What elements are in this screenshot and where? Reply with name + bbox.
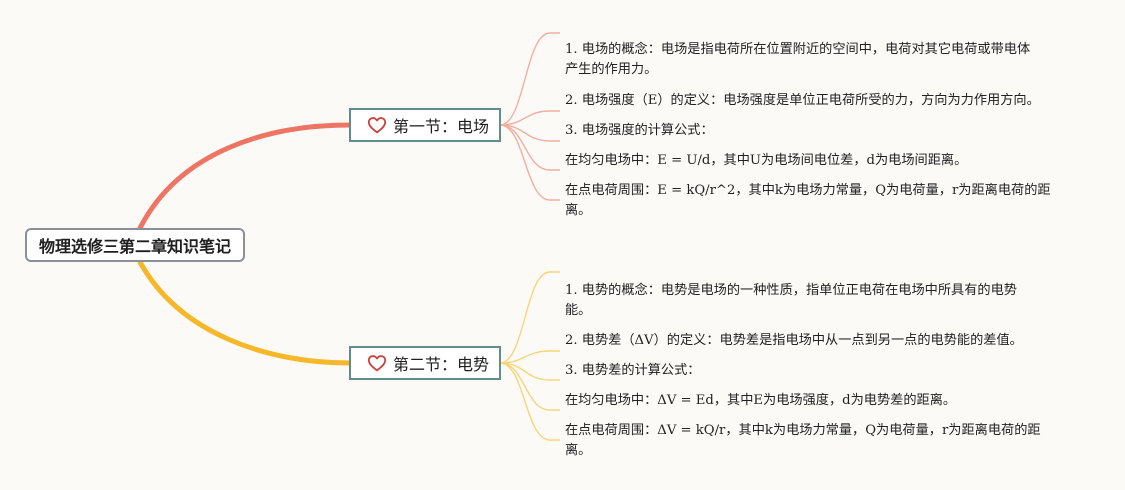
root-node[interactable]: 物理选修三第二章知识笔记	[25, 228, 245, 262]
leaf-line: 能。	[565, 303, 592, 318]
branch-connector-1	[137, 122, 352, 231]
leaf-line: 在均匀电场中：ΔV = Ed，其中E为电场强度，d为电势差的距离。	[565, 393, 957, 408]
heart-icon	[367, 117, 387, 134]
leaf-line: 2. 电势差（ΔV）的定义：电势差是指电场中从一点到另一点的电势能的差值。	[565, 333, 1023, 348]
leaf-line: 2. 电场强度（E）的定义：电场强度是单位正电荷所受的力，方向为力作用方向。	[565, 93, 1040, 108]
leaf-item[interactable]: 1. 电场的概念：电场是指电荷所在位置附近的空间中，电荷对其它电荷或带电体 产生…	[565, 40, 1030, 80]
leaf-line: 3. 电场强度的计算公式：	[565, 123, 714, 138]
leaf-connectors-2	[499, 271, 560, 441]
leaf-line: 1. 电势的概念：电势是电场的一种性质，指单位正电荷在电场中所具有的电势	[565, 283, 1017, 298]
leaf-line: 离。	[565, 443, 592, 458]
leaf-line: 产生的作用力。	[565, 62, 658, 77]
branch-node-2[interactable]: 第二节：电势	[349, 346, 501, 380]
branch-title-2: 第二节：电势	[393, 355, 490, 374]
leaf-item[interactable]: 3. 电势差的计算公式：	[565, 361, 700, 381]
leaf-line: 1. 电场的概念：电场是指电荷所在位置附近的空间中，电荷对其它电荷或带电体	[565, 42, 1031, 57]
branch-title-1: 第一节：电场	[393, 117, 490, 136]
leaf-line: 在均匀电场中：E = U/d，其中U为电场间电位差，d为电场间距离。	[565, 153, 968, 168]
leaf-item[interactable]: 在点电荷周围：E = kQ/r^2，其中k为电场力常量，Q为电荷量，r为距离电荷…	[565, 181, 1051, 221]
root-title: 物理选修三第二章知识笔记	[38, 237, 231, 256]
leaf-line: 在点电荷周围：E = kQ/r^2，其中k为电场力常量，Q为电荷量，r为距离电荷…	[565, 183, 1051, 198]
heart-icon	[367, 355, 387, 372]
leaf-line: 在点电荷周围：ΔV = kQ/r，其中k为电场力常量，Q为电荷量，r为距离电荷的…	[565, 423, 1041, 438]
leaf-line: 3. 电势差的计算公式：	[565, 363, 701, 378]
leaf-item[interactable]: 2. 电场强度（E）的定义：电场强度是单位正电荷所受的力，方向为力作用方向。	[565, 91, 1040, 111]
leaf-item[interactable]: 在点电荷周围：ΔV = kQ/r，其中k为电场力常量，Q为电荷量，r为距离电荷的…	[565, 421, 1041, 461]
branch-connector-2	[137, 259, 352, 366]
leaf-item[interactable]: 在均匀电场中：E = U/d，其中U为电场间电位差，d为电场间距离。	[565, 151, 967, 171]
leaf-item[interactable]: 2. 电势差（ΔV）的定义：电势差是指电场中从一点到另一点的电势能的差值。	[565, 331, 1023, 351]
leaf-item[interactable]: 在均匀电场中：ΔV = Ed，其中E为电场强度，d为电势差的距离。	[565, 391, 956, 411]
branch-node-1[interactable]: 第一节：电场	[349, 108, 501, 142]
leaf-item[interactable]: 3. 电场强度的计算公式：	[565, 121, 714, 141]
leaf-connectors-1	[499, 32, 560, 201]
leaf-item[interactable]: 1. 电势的概念：电势是电场的一种性质，指单位正电荷在电场中所具有的电势 能。	[565, 281, 1017, 321]
leaf-line: 离。	[565, 203, 592, 218]
